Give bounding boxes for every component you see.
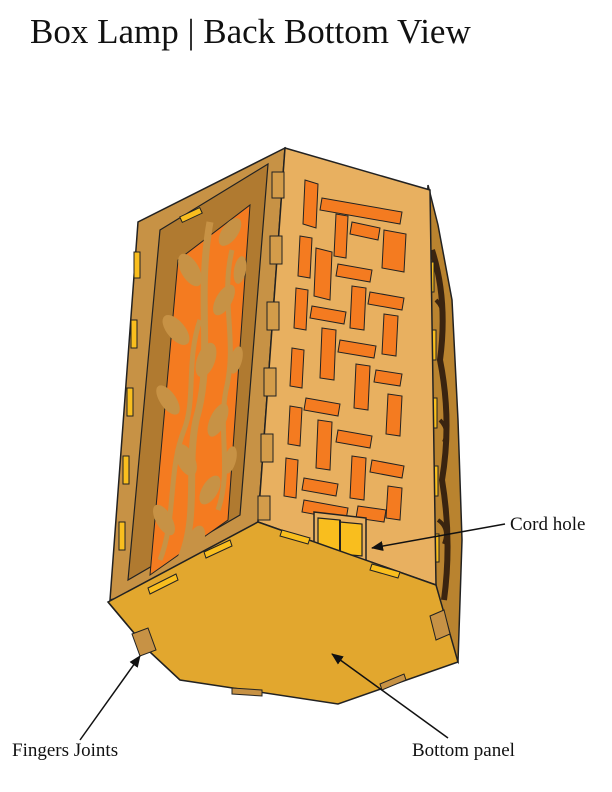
corner-finger-joints (257, 171, 285, 521)
bottom-panel-label: Bottom panel (412, 740, 515, 761)
bottom-panel-arrow (331, 653, 449, 739)
bottom-panel (106, 521, 459, 705)
finger-joints-arrow (79, 655, 141, 741)
left-side-panel (109, 146, 286, 601)
bottom-finger-tabs (131, 529, 451, 697)
cord-hole-arrow (371, 523, 506, 551)
finger-joints-label: Fingers Joints (12, 740, 119, 761)
leaf-pattern (149, 203, 251, 577)
left-finger-tabs (118, 206, 203, 551)
cord-hole-label: Cord hole (510, 514, 586, 535)
back-panel (257, 147, 437, 587)
diagram-title: Box Lamp | Back Bottom View (30, 12, 471, 51)
maze-pattern (283, 179, 407, 523)
